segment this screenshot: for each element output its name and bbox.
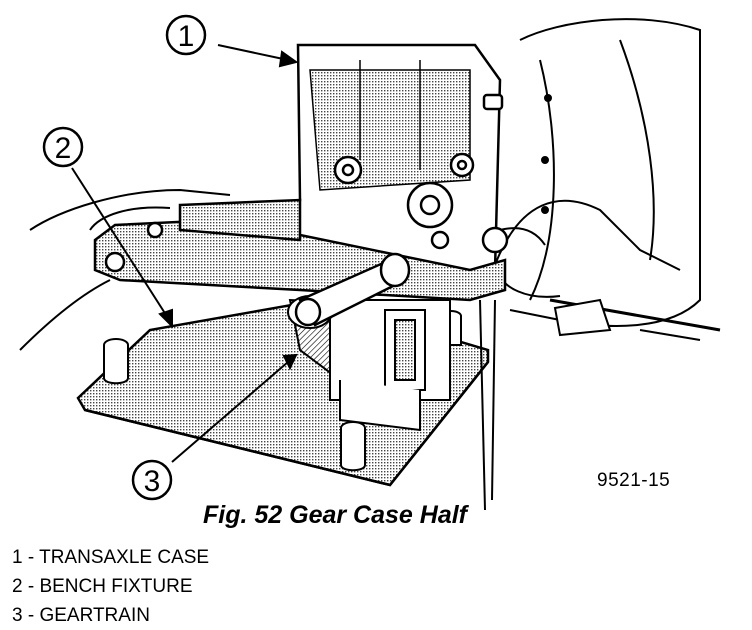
legend-list: 1 - TRANSAXLE CASE 2 - BENCH FIXTURE 3 -… xyxy=(12,543,209,630)
callout-2: 2 xyxy=(42,126,84,168)
legend-item: 1 - TRANSAXLE CASE xyxy=(12,547,210,568)
fixture-legs xyxy=(479,299,496,511)
svg-text:1: 1 xyxy=(178,20,195,53)
gear-case-illustration: 1 2 3 xyxy=(19,14,721,511)
transaxle-case xyxy=(93,43,509,327)
legend-item: 2 - BENCH FIXTURE xyxy=(12,576,193,597)
svg-text:2: 2 xyxy=(55,132,72,165)
svg-text:3: 3 xyxy=(144,465,161,498)
technician-arm-left xyxy=(19,188,231,351)
technician-arm-right xyxy=(494,18,721,341)
leader-lines xyxy=(71,44,299,463)
callout-1: 1 xyxy=(165,14,207,56)
figure-caption: Fig. 52 Gear Case Half xyxy=(203,501,468,529)
callout-3: 3 xyxy=(131,459,173,501)
legend-item: 3 - GEARTRAIN xyxy=(12,605,150,626)
figure-id: 9521-15 xyxy=(597,470,671,491)
